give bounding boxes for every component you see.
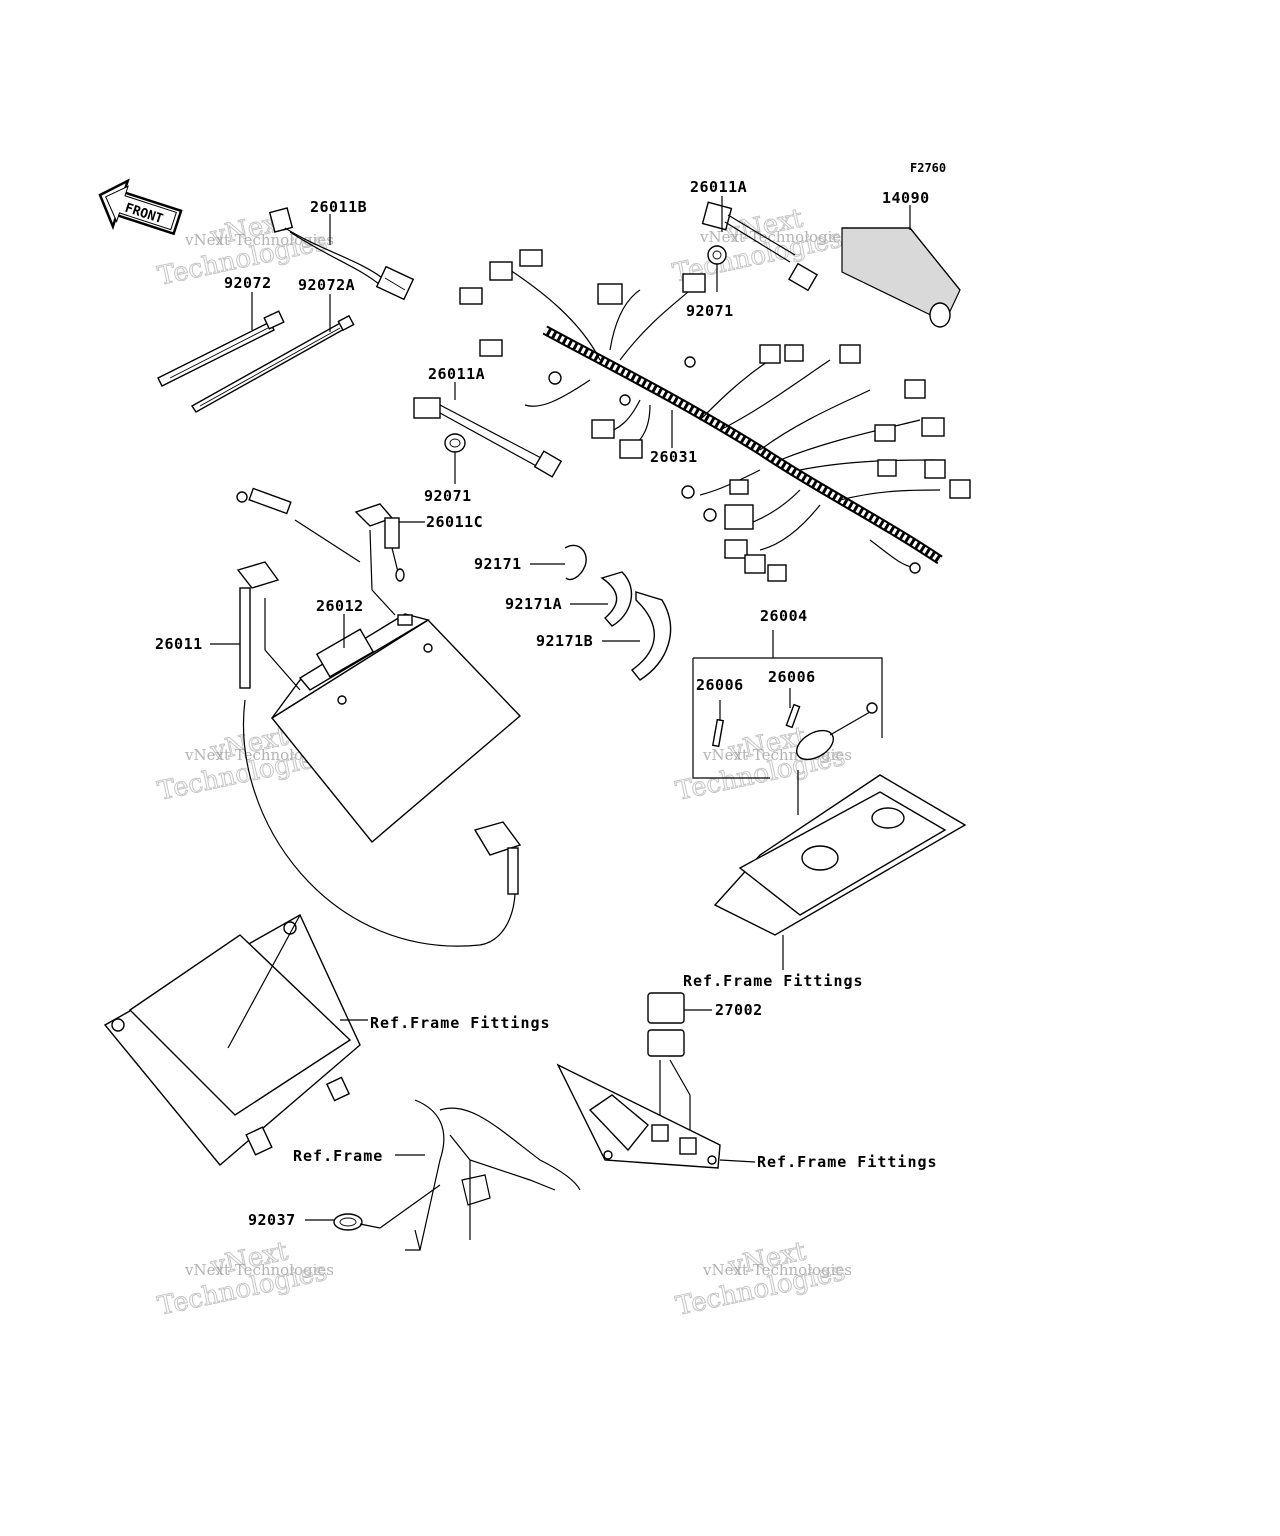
label-26006-b: 26006 [768, 668, 816, 686]
cable-tie-92072A [190, 294, 355, 413]
watermark-small: vNext Technologies [184, 1261, 334, 1279]
label-26004: 26004 [760, 607, 808, 625]
main-harness-26031 [459, 249, 971, 582]
label-92037: 92037 [248, 1211, 296, 1229]
frame-section [395, 1099, 581, 1251]
front-arrow-icon: FRONT [98, 178, 183, 236]
protector-92171 [530, 544, 587, 581]
label-92171: 92171 [474, 555, 522, 573]
label-92171B: 92171B [536, 632, 593, 650]
cover-14090 [841, 205, 961, 328]
ref-frame: Ref.Frame [293, 1147, 383, 1165]
figure-code: F2760 [910, 161, 946, 175]
cable-tie-92072 [157, 292, 285, 387]
label-14090: 14090 [882, 189, 930, 207]
sub-harness-26011B [268, 207, 415, 301]
cable-26011C [354, 503, 425, 582]
protector-92171B [602, 591, 672, 681]
relay-bracket [713, 770, 967, 970]
ref-frame-fittings-2: Ref.Frame Fittings [683, 972, 864, 990]
battery-tray [103, 914, 368, 1166]
label-26011A-left: 26011A [428, 365, 485, 383]
label-27002: 27002 [715, 1001, 763, 1019]
label-26011C: 26011C [426, 513, 483, 531]
label-92071-top: 92071 [686, 302, 734, 320]
cable-26011 [210, 561, 522, 947]
label-26011B: 26011B [310, 198, 367, 216]
watermark-small: vNext Technologies [699, 228, 849, 246]
watermark-small: vNext Technologies [184, 746, 334, 764]
protector-92171A [570, 571, 633, 627]
label-26011: 26011 [155, 635, 203, 653]
relay-assembly-26004 [692, 630, 883, 779]
label-92171A: 92171A [505, 595, 562, 613]
label-92071-left: 92071 [424, 487, 472, 505]
label-92072: 92072 [224, 274, 272, 292]
ref-frame-fittings-3: Ref.Frame Fittings [757, 1153, 938, 1171]
label-26006-a: 26006 [696, 676, 744, 694]
relay-plate [556, 1063, 756, 1169]
clamp-92037 [305, 1184, 441, 1231]
relay-27002 [647, 992, 712, 1140]
ref-frame-fittings-1: Ref.Frame Fittings [370, 1014, 551, 1032]
sub-harness-26011A-left [413, 382, 563, 484]
label-26011A-top: 26011A [690, 178, 747, 196]
watermark-small: vNext Technologies [702, 1261, 852, 1279]
battery-26012 [270, 613, 522, 843]
battery-cable-top [236, 487, 396, 616]
label-26012: 26012 [316, 597, 364, 615]
label-26031: 26031 [650, 448, 698, 466]
label-92072A: 92072A [298, 276, 355, 294]
sub-harness-26011A-top [701, 196, 818, 292]
